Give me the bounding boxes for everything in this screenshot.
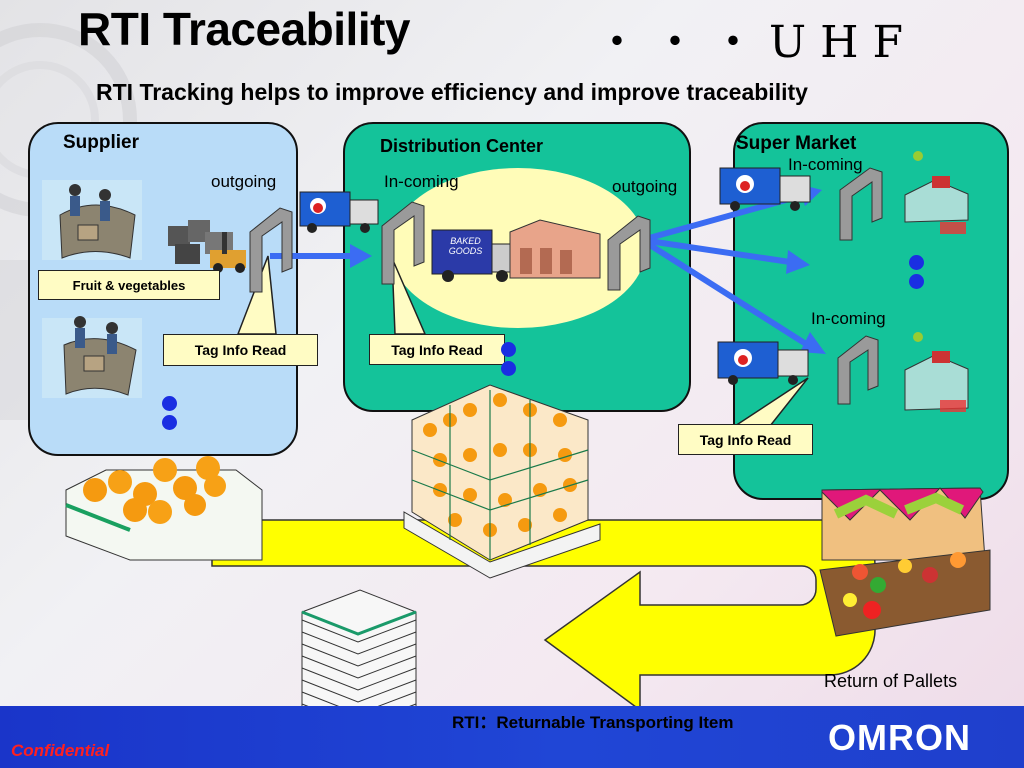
warehouse-icon (509, 219, 601, 279)
super-market-title: Super Market (736, 133, 857, 154)
dc-outgoing-label: outgoing (612, 177, 678, 196)
gate-reader-icon (381, 201, 425, 285)
rti-definition: RTI：Returnable Transporting Item (452, 713, 734, 732)
worker-crate-icon (42, 180, 142, 260)
delivery-truck-icon (719, 167, 811, 211)
more-dot (501, 361, 516, 376)
page-title: RTI Traceability (78, 3, 411, 55)
dc-tag-info-read: Tag Info Read (369, 334, 505, 365)
more-dot (909, 274, 924, 289)
store-building-icon (904, 151, 969, 234)
dc-incoming-label: In-coming (384, 172, 459, 191)
confidential-label: Confidential (11, 741, 110, 760)
gate-reader-icon (839, 167, 883, 241)
title-suffix: ・・・UHF (595, 17, 917, 68)
fruit-vegetables-label: Fruit & vegetables (38, 270, 220, 300)
baked-goods-truck-text: BAKED GOODS (443, 236, 488, 256)
supplier-outgoing-label: outgoing (211, 172, 277, 191)
worker-crate-icon (42, 316, 142, 398)
more-dot (501, 342, 516, 357)
market-tag-info-read: Tag Info Read (678, 424, 813, 455)
return-of-pallets-label: Return of Pallets (824, 671, 958, 691)
more-dot (162, 396, 177, 411)
truck-text-line-2: GOODS (448, 246, 483, 256)
gate-reader-icon (837, 335, 879, 405)
gate-reader-icon (607, 215, 651, 291)
more-dot (162, 415, 177, 430)
distribution-center-title: Distribution Center (380, 136, 544, 156)
orange-crate-icon (65, 456, 263, 561)
delivery-truck-icon (717, 341, 809, 385)
market-incoming-label-2: In-coming (811, 309, 886, 328)
delivery-truck-icon (299, 191, 379, 233)
store-building-icon (904, 332, 969, 412)
pallet-stack-icon (403, 384, 601, 579)
truck-text-line-1: BAKED (450, 236, 481, 246)
baked-goods-truck-icon (431, 229, 515, 282)
tag-callout-tail-dc (391, 257, 427, 335)
page-subtitle: RTI Tracking helps to improve efficiency… (96, 79, 808, 105)
omron-logo: OMRON (828, 717, 971, 758)
footer-bar (0, 706, 1024, 768)
produce-stand-icon (819, 487, 991, 637)
more-dot (909, 255, 924, 270)
tag-callout-tail-market (732, 377, 809, 427)
market-incoming-label-1: In-coming (788, 155, 863, 174)
gate-reader-icon (249, 207, 293, 293)
supplier-tag-info-read: Tag Info Read (163, 334, 318, 366)
forklift-icon (168, 220, 246, 273)
supplier-title: Supplier (63, 132, 140, 153)
